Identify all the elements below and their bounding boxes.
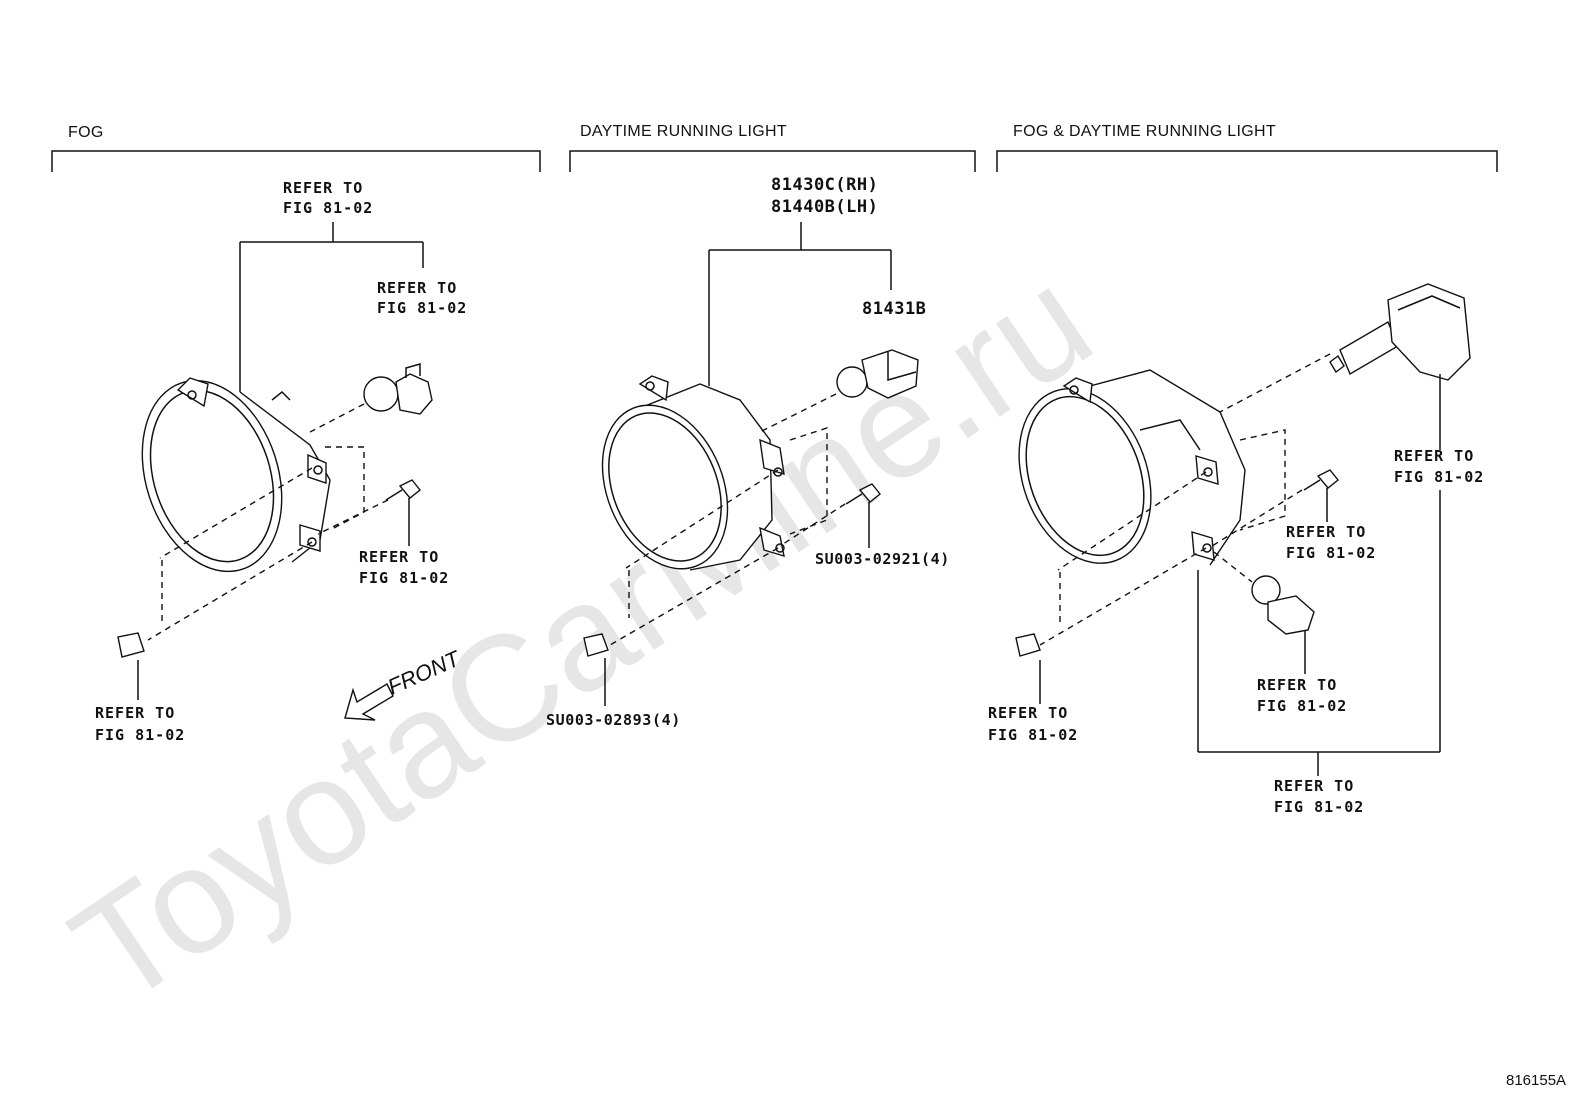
fog-lamp-housing [141, 377, 331, 573]
fog-callout-bulb-line1: REFER TO [377, 279, 457, 297]
fog-drl-callout-clip-line2: FIG 81-02 [988, 726, 1078, 744]
fog-drl-callout-assembly-line1: REFER TO [1274, 777, 1354, 795]
fog-callout-bulb-line2: FIG 81-02 [377, 299, 467, 317]
drl-leader-top [708, 222, 892, 386]
fog-drl-callout-screw-line2: FIG 81-02 [1286, 544, 1376, 562]
fog-callout-clip-line2: FIG 81-02 [95, 726, 185, 744]
fog-drl-callout-smallbulb-line1: REFER TO [1257, 676, 1337, 694]
fog-drl-screw [1303, 469, 1339, 522]
fog-callout-screw-line2: FIG 81-02 [359, 569, 449, 587]
diagram-code: 816155A [1506, 1072, 1566, 1089]
fog-drl-callout-clip-line1: REFER TO [988, 704, 1068, 722]
fog-dash-bulb [309, 403, 365, 433]
fog-drl-callout-bigbulb-line1: REFER TO [1394, 447, 1474, 465]
section-bracket-fog [51, 150, 541, 172]
fog-drl-dash-frame [1239, 429, 1286, 531]
fog-drl-callout-smallbulb-line2: FIG 81-02 [1257, 697, 1347, 715]
section-title-fog: FOG [68, 124, 104, 141]
fog-drl-leader-right [1197, 374, 1441, 776]
fog-drl-small-bulb [1251, 575, 1315, 635]
section-bracket-fog-drl [996, 150, 1498, 172]
fog-screw [385, 479, 421, 546]
fog-callout-screw-line1: REFER TO [359, 548, 439, 566]
fog-drl-callout-bigbulb-line2: FIG 81-02 [1394, 468, 1484, 486]
section-title-drl: DAYTIME RUNNING LIGHT [580, 123, 787, 140]
fog-clip [117, 632, 145, 658]
fog-leader-top [239, 222, 424, 392]
section-bracket-drl [569, 150, 976, 172]
fog-bulb [363, 363, 433, 415]
fog-drl-callout-assembly-line2: FIG 81-02 [1274, 798, 1364, 816]
drl-part-lh: 81440B(LH) [771, 197, 878, 217]
drl-dash-screw [779, 503, 846, 547]
fog-drl-dash-screw [1211, 489, 1303, 547]
drl-assembly: 81430C(RH) 81440B(LH) 81431B [546, 175, 950, 729]
fog-dash-frame [325, 446, 365, 529]
drl-clip-part: SU003-02893(4) [546, 711, 681, 729]
drl-screw [845, 483, 881, 548]
fog-drl-clip [1015, 633, 1041, 657]
drl-part-rh: 81430C(RH) [771, 175, 878, 195]
section-header-drl: DAYTIME RUNNING LIGHT [569, 123, 976, 172]
fog-dash-screw [317, 499, 389, 535]
fog-drl-big-bulb [1329, 283, 1471, 381]
fog-drl-assembly: REFER TO FIG 81-02 REFER TO FIG 81-02 RE… [988, 283, 1484, 816]
fog-drl-callout-screw-line1: REFER TO [1286, 523, 1366, 541]
drl-screw-part: SU003-02921(4) [815, 550, 950, 568]
fog-assembly: REFER TO FIG 81-02 REFER TO FIG 81-02 [95, 179, 467, 744]
fog-callout-top-line2: FIG 81-02 [283, 199, 373, 217]
fog-callout-clip-line1: REFER TO [95, 704, 175, 722]
section-header-fog: FOG [51, 124, 541, 172]
drl-bulb-part: 81431B [862, 299, 926, 319]
drl-bulb [836, 349, 919, 399]
fog-drl-dash-bigbulb [1219, 353, 1331, 413]
drl-clip [583, 633, 609, 657]
fog-drl-lamp-housing [1018, 369, 1246, 566]
fog-callout-top-line1: REFER TO [283, 179, 363, 197]
drl-lamp-housing [601, 375, 785, 571]
drl-dash-clip [609, 469, 779, 646]
fog-drl-dash-smallbulb [1213, 551, 1253, 583]
section-header-fog-drl: FOG & DAYTIME RUNNING LIGHT [996, 123, 1498, 172]
fog-drl-dash-clip [1039, 471, 1207, 646]
watermark: ToyotaCarMine.ru [44, 235, 1119, 1036]
drl-dash-bulb [759, 393, 837, 433]
fog-dash-clip [147, 467, 313, 641]
section-title-fog-drl: FOG & DAYTIME RUNNING LIGHT [1013, 123, 1276, 140]
